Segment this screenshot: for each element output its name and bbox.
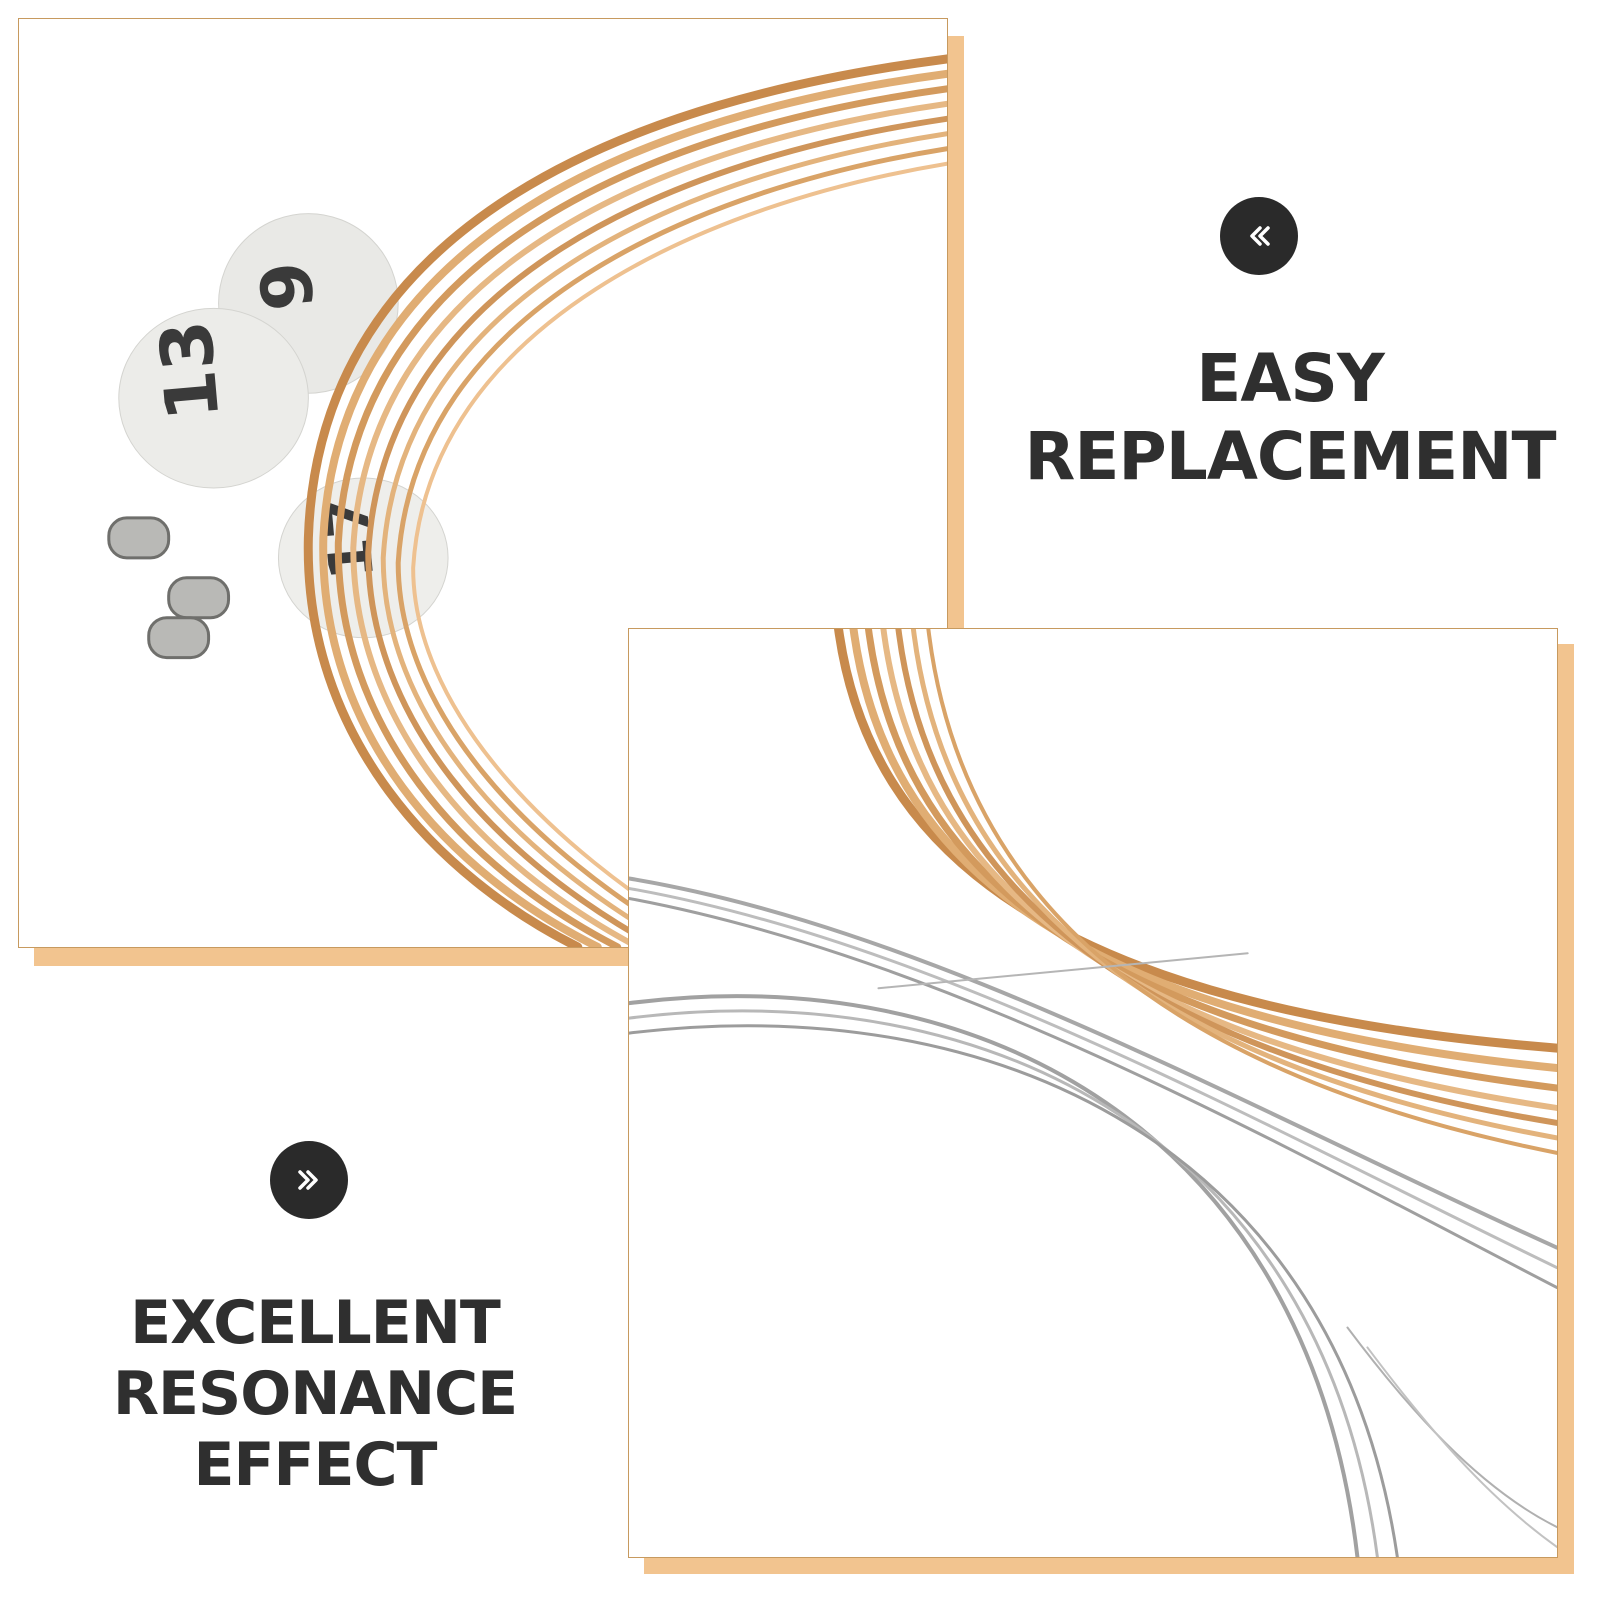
caption-line-2: RESONANCE EFFECT	[112, 1358, 518, 1500]
svg-text:9: 9	[245, 258, 330, 313]
easy-replacement-caption: EASY REPLACEMENT	[1000, 340, 1580, 496]
fast-forward-badge	[270, 1141, 348, 1219]
svg-text:13: 13	[143, 317, 235, 424]
bronze-strings-coil-illustration: 9 13 17	[107, 54, 947, 947]
caption-line-1: EXCELLENT	[130, 1288, 501, 1358]
caption-line-1: EASY	[1196, 340, 1385, 417]
double-chevron-right-icon	[298, 1170, 318, 1190]
top-product-photo: 9 13 17	[18, 18, 948, 948]
caption-line-2: REPLACEMENT	[1024, 417, 1557, 495]
bottom-product-photo	[628, 628, 1558, 1558]
steel-and-bronze-strings-illustration	[629, 629, 1557, 1557]
bronze-strings	[303, 54, 947, 947]
excellent-resonance-caption: EXCELLENT RESONANCE EFFECT	[10, 1288, 620, 1500]
ball-ends	[107, 516, 231, 660]
double-chevron-left-icon	[1250, 226, 1270, 246]
rewind-badge	[1220, 197, 1298, 275]
steel-strings	[629, 876, 1557, 1557]
bronze-strings	[834, 629, 1557, 1155]
